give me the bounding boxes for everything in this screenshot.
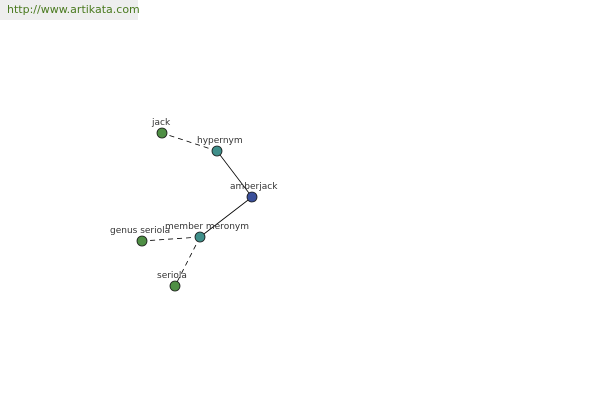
node-label-member-meronym: member meronym bbox=[165, 222, 249, 232]
graph-edges bbox=[141, 132, 253, 287]
node-hypernym[interactable] bbox=[211, 145, 223, 157]
node-genus-seriola[interactable] bbox=[136, 235, 148, 247]
node-amberjack[interactable] bbox=[246, 191, 258, 203]
watermark-url[interactable]: http://www.artikata.com bbox=[0, 0, 140, 20]
edge-member-meronym-seriola bbox=[174, 236, 201, 287]
node-label-seriola: seriola bbox=[157, 271, 187, 281]
node-member-meronym[interactable] bbox=[194, 231, 206, 243]
node-label-genus-seriola: genus seriola bbox=[110, 226, 170, 236]
graph-labels: amberjack hypernym member meronym jack genus… bbox=[110, 118, 278, 281]
edge-hypernym-jack bbox=[161, 132, 218, 152]
node-seriola[interactable] bbox=[169, 280, 181, 292]
edge-member-meronym-genus-seriola bbox=[141, 236, 201, 242]
edge-amberjack-hypernym bbox=[216, 150, 253, 198]
edge-amberjack-member-meronym bbox=[199, 196, 253, 238]
node-jack[interactable] bbox=[156, 127, 168, 139]
node-label-jack: jack bbox=[151, 118, 171, 128]
node-label-hypernym: hypernym bbox=[197, 136, 243, 146]
graph-nodes bbox=[136, 127, 258, 292]
node-label-amberjack: amberjack bbox=[230, 182, 278, 192]
